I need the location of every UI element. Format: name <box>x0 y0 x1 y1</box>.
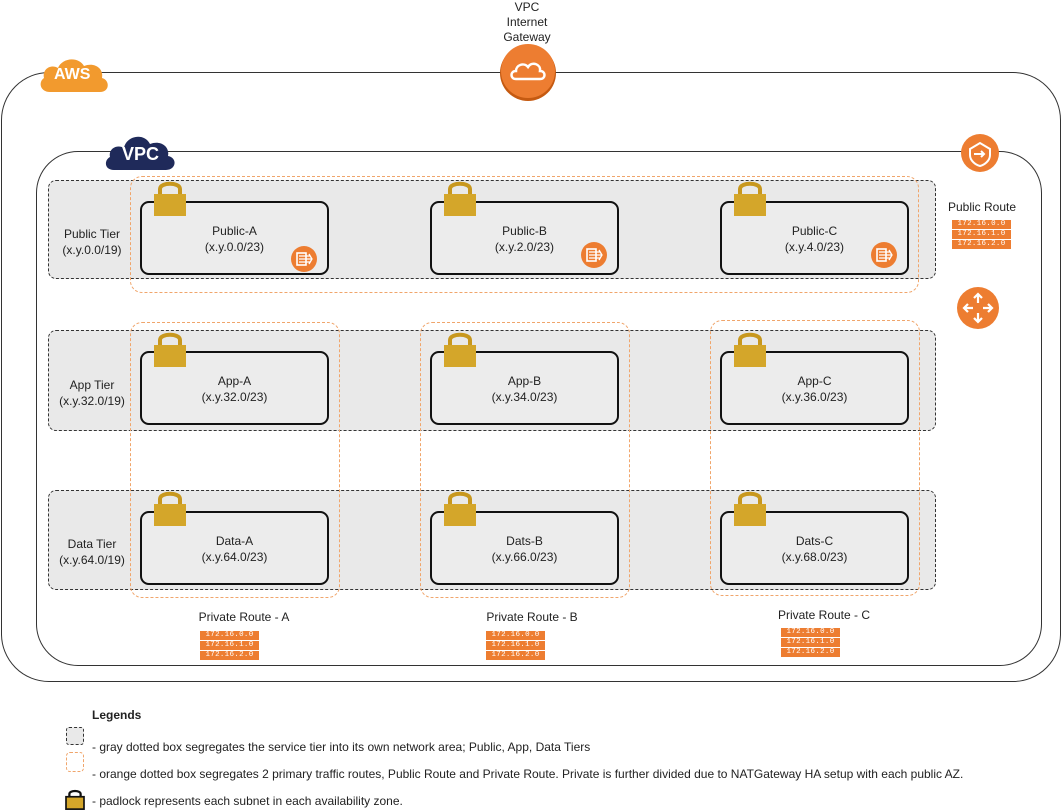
padlock-icon <box>732 181 768 218</box>
vpc-badge: VPC <box>104 130 178 172</box>
private-route-a-boundary <box>130 322 340 598</box>
route-entry: 172.16.0.0 <box>200 631 259 640</box>
legend-item-padlock: - padlock represents each subnet in each… <box>92 794 403 808</box>
private-route-a-label: Private Route - A <box>198 610 290 624</box>
route-entry: 172.16.1.0 <box>486 641 545 650</box>
vpc-cloud-icon <box>105 136 175 170</box>
tier-name: Data Tier <box>67 537 117 551</box>
internet-gateway-icon <box>499 44 557 102</box>
route-entry: 172.16.2.0 <box>781 648 840 657</box>
subnet-app-a: App-A (x.y.32.0/23) <box>140 351 329 425</box>
aws-cloud-icon <box>40 59 108 92</box>
route-entry: 172.16.2.0 <box>486 651 545 660</box>
padlock-icon <box>442 181 478 218</box>
padlock-icon <box>442 332 478 369</box>
tier-cidr: (x.y.32.0/19) <box>59 394 125 408</box>
route-entry: 172.16.0.0 <box>486 631 545 640</box>
subnet-cidr: (x.y.4.0/23) <box>784 240 845 254</box>
padlock-icon <box>732 332 768 369</box>
padlock-icon <box>152 332 188 369</box>
route-entry: 172.16.1.0 <box>781 638 840 647</box>
subnet-cidr: (x.y.68.0/23) <box>781 550 848 564</box>
data-tier-label: Data Tier (x.y.64.0/19) <box>52 536 132 568</box>
legend-orange-box-swatch <box>66 752 84 772</box>
nat-gateway-icon <box>290 245 318 273</box>
route-entry: 172.16.0.0 <box>781 628 840 637</box>
subnet-name: App-B <box>507 374 542 388</box>
subnet-cidr: (x.y.36.0/23) <box>781 390 848 404</box>
subnet-cidr: (x.y.34.0/23) <box>491 390 558 404</box>
private-route-b-boundary <box>420 322 630 598</box>
route-entry: 172.16.1.0 <box>952 230 1011 239</box>
app-tier-label: App Tier (x.y.32.0/19) <box>52 377 132 409</box>
legend-gray-box-swatch <box>66 727 84 745</box>
subnet-name: Public-C <box>791 224 838 238</box>
vpc-badge-label: VPC <box>122 144 160 164</box>
subnet-cidr: (x.y.0.0/23) <box>204 240 265 254</box>
subnet-name: Public-B <box>502 224 547 238</box>
gateway-label-line: VPC <box>514 0 540 14</box>
padlock-icon <box>152 491 188 528</box>
route-entry: 172.16.2.0 <box>200 651 259 660</box>
tier-name: App Tier <box>69 378 115 392</box>
tier-name: Public Tier <box>63 227 121 241</box>
route-entry: 172.16.0.0 <box>952 220 1011 229</box>
subnet-name: App-C <box>797 374 832 388</box>
router-icon <box>956 286 1000 330</box>
legend-item-orange: - orange dotted box segregates 2 primary… <box>92 767 964 781</box>
public-route-boundary <box>130 176 919 293</box>
private-route-c-table: 172.16.0.0 172.16.1.0 172.16.2.0 <box>781 628 840 658</box>
gateway-label-line: Internet <box>506 15 548 29</box>
nat-gateway-icon <box>870 241 898 269</box>
subnet-name: Public-A <box>212 224 257 238</box>
gateway-label-line: Gateway <box>503 30 551 44</box>
private-route-b-label: Private Route - B <box>486 610 578 624</box>
subnet-name: Dats-B <box>506 534 543 548</box>
private-route-b-table: 172.16.0.0 172.16.1.0 172.16.2.0 <box>486 631 545 661</box>
vpc-boundary <box>36 151 1042 666</box>
private-route-a-table: 172.16.0.0 172.16.1.0 172.16.2.0 <box>200 631 259 661</box>
public-tier-label: Public Tier (x.y.0.0/19) <box>52 226 132 258</box>
aws-badge: AWS <box>38 52 112 94</box>
subnet-cidr: (x.y.2.0/23) <box>494 240 555 254</box>
legend-padlock-icon <box>65 789 85 810</box>
padlock-icon <box>152 181 188 218</box>
subnet-name: App-A <box>217 374 252 388</box>
route-table-icon <box>960 133 1000 173</box>
public-route-label: Public Route <box>947 200 1017 214</box>
internet-gateway-label: VPC Internet Gateway <box>492 0 562 45</box>
subnet-cidr: (x.y.66.0/23) <box>491 550 558 564</box>
private-route-c-boundary <box>710 320 920 596</box>
legend-item-gray: - gray dotted box segregates the service… <box>92 740 591 754</box>
aws-badge-label: AWS <box>54 66 91 83</box>
route-entry: 172.16.2.0 <box>952 240 1011 249</box>
padlock-icon <box>442 491 478 528</box>
tier-cidr: (x.y.64.0/19) <box>59 553 125 567</box>
legend-title: Legends <box>92 708 142 722</box>
subnet-name: Data-A <box>215 534 254 548</box>
subnet-cidr: (x.y.32.0/23) <box>201 390 268 404</box>
public-route-table: 172.16.0.0 172.16.1.0 172.16.2.0 <box>952 220 1011 250</box>
route-entry: 172.16.1.0 <box>200 641 259 650</box>
subnet-data-c: Dats-C (x.y.68.0/23) <box>720 511 909 585</box>
nat-gateway-icon <box>580 241 608 269</box>
subnet-cidr: (x.y.64.0/23) <box>201 550 268 564</box>
tier-cidr: (x.y.0.0/19) <box>62 243 122 257</box>
padlock-icon <box>732 491 768 528</box>
private-route-c-label: Private Route - C <box>777 608 871 622</box>
subnet-name: Dats-C <box>795 534 834 548</box>
